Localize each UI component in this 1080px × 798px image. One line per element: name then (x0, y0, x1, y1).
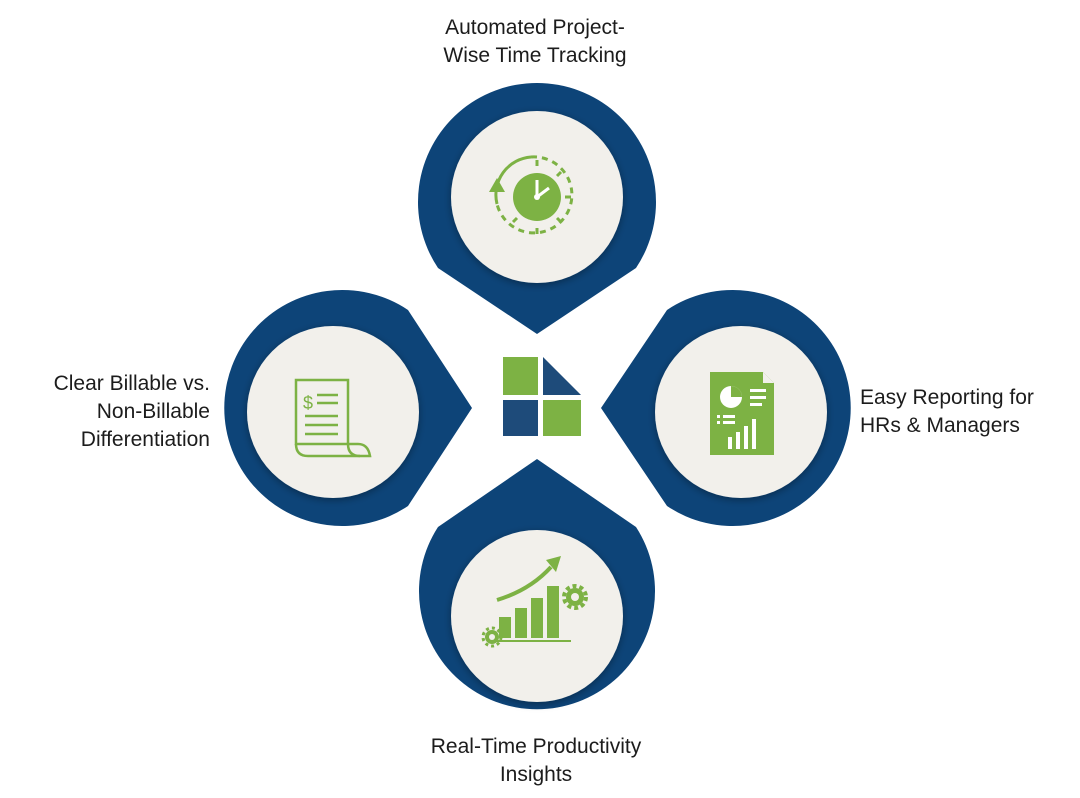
label-top-line-1: Automated Project- (445, 16, 625, 39)
label-right-line-2: HRs & Managers (860, 414, 1020, 437)
growth-chart-gears-icon (481, 556, 588, 648)
gear-icon-small (481, 626, 503, 648)
gear-icon-large (562, 584, 588, 610)
label-automated-time-tracking: Automated Project- Wise Time Tracking (335, 14, 735, 70)
clock-cycle-icon (489, 155, 574, 235)
label-productivity-insights: Real-Time Productivity Insights (336, 733, 736, 789)
petal-left-inner-circle (247, 326, 419, 498)
label-billable-differentiation: Clear Billable vs. Non-Billable Differen… (0, 370, 210, 454)
report-chart-icon (710, 372, 774, 455)
svg-text:$: $ (303, 393, 313, 413)
petal-bottom (419, 459, 656, 710)
label-top-line-2: Wise Time Tracking (443, 44, 627, 67)
label-easy-reporting: Easy Reporting for HRs & Managers (860, 384, 1075, 440)
label-left-line-3: Differentiation (80, 428, 210, 451)
four-square-logo-icon (503, 357, 581, 436)
label-right-line-1: Easy Reporting for (860, 386, 1034, 409)
label-left-line-1: Clear Billable vs. (53, 372, 210, 395)
label-bottom-line-2: Insights (499, 763, 573, 786)
label-bottom-line-1: Real-Time Productivity (430, 735, 642, 758)
invoice-document-icon: $ (294, 378, 372, 458)
label-left-line-2: Non-Billable (96, 400, 210, 423)
